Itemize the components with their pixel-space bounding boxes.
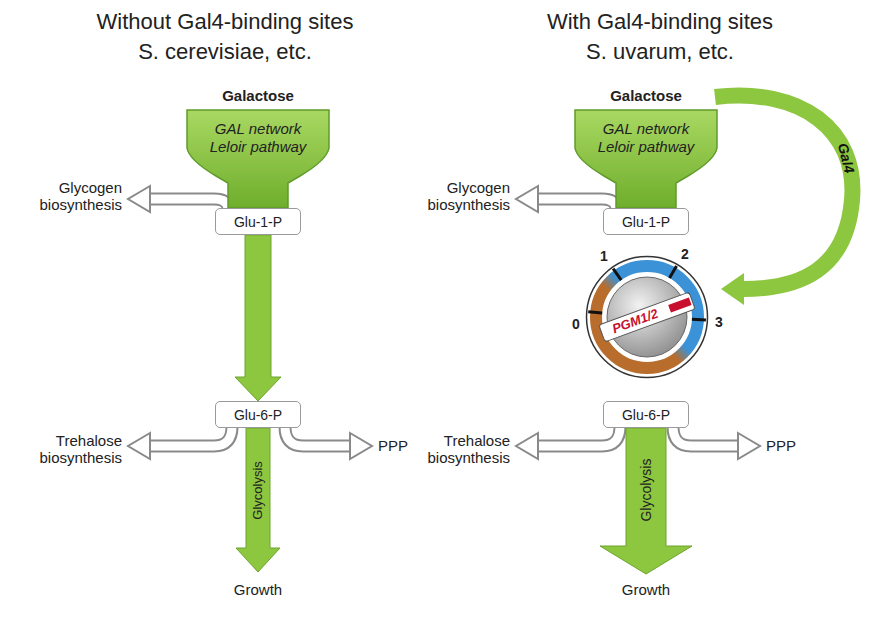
glycolysis-arrow	[600, 428, 692, 574]
panel-heading: Without Gal4-binding sites	[45, 9, 405, 34]
metabolite-name: Glu-1-P	[234, 214, 282, 230]
dial-setting: 2	[675, 246, 695, 262]
glycolysis-arrow	[236, 428, 280, 572]
branch-label: Glycogen biosynthesis	[4, 179, 122, 214]
funnel-text: GAL network Leloir pathway	[585, 120, 707, 156]
dial-setting: 1	[594, 248, 614, 264]
dial-setting: 3	[709, 314, 729, 330]
metabolite-box: Glu-1-P	[215, 208, 301, 235]
pathway-arrow	[235, 235, 281, 401]
funnel-heading: Galactose	[183, 87, 333, 104]
species-label: S. uvarum, etc.	[480, 39, 840, 64]
dial-setting: 0	[566, 316, 586, 332]
regulator-label: Gal4	[835, 141, 858, 174]
side-branches	[128, 186, 760, 459]
panel-heading: With Gal4-binding sites	[480, 9, 840, 34]
branch-label: PPP	[378, 437, 428, 454]
outcome-label: Growth	[208, 581, 308, 598]
pathway-label: Glycolysis	[251, 440, 266, 540]
branch-label: PPP	[766, 437, 816, 454]
funnel-text: GAL network Leloir pathway	[197, 120, 319, 156]
branch-label: Trehalose biosynthesis	[392, 432, 510, 467]
pathway-arrow	[715, 96, 852, 305]
branch-label: Glycogen biosynthesis	[392, 179, 510, 214]
metabolite-name: Glu-1-P	[622, 214, 670, 230]
metabolite-box: Glu-1-P	[603, 208, 689, 235]
metabolite-box: Glu-6-P	[215, 401, 301, 428]
outcome-label: Growth	[596, 581, 696, 598]
funnel-node: GalactoseGAL network Leloir pathway	[571, 86, 721, 208]
pgm-dial: PGM1/2	[585, 255, 709, 379]
funnel-node: GalactoseGAL network Leloir pathway	[183, 86, 333, 208]
branch-label: Trehalose biosynthesis	[4, 432, 122, 467]
funnel-heading: Galactose	[571, 87, 721, 104]
metabolite-name: Glu-6-P	[622, 407, 670, 423]
pathway-label: Glycolysis	[638, 440, 654, 540]
metabolite-name: Glu-6-P	[234, 407, 282, 423]
species-label: S. cerevisiae, etc.	[45, 39, 405, 64]
metabolite-box: Glu-6-P	[603, 401, 689, 428]
